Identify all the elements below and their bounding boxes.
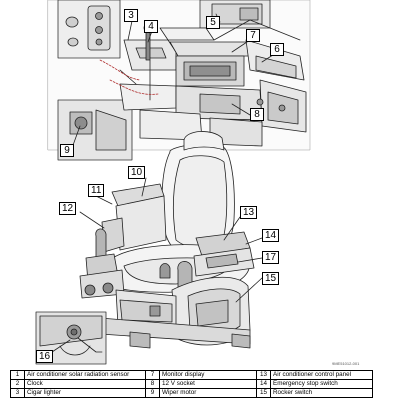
legend-row: 1 Air conditioner solar radiation sensor… (10, 370, 373, 380)
legend-number: 9 (145, 388, 160, 398)
legend-label: Emergency stop switch (270, 379, 373, 389)
callout-9: 9 (60, 144, 74, 157)
legend-label: Wiper motor (159, 388, 257, 398)
legend-number: 14 (256, 379, 271, 389)
legend-number: 7 (145, 370, 160, 380)
callout-13: 13 (240, 206, 258, 219)
callout-12: 12 (59, 202, 77, 215)
figure-code: 9ME51012-001 (332, 361, 360, 366)
callout-16: 16 (36, 350, 54, 363)
legend-label: Air conditioner solar radiation sensor (24, 370, 146, 380)
legend-label: Rocker switch (270, 388, 373, 398)
callout-11: 11 (88, 184, 105, 197)
callout-10: 10 (128, 166, 146, 179)
legend-row: 3 Cigar lighter 9 Wiper motor 15 Rocker … (10, 388, 373, 398)
callout-6: 6 (270, 43, 284, 56)
legend-number: 2 (10, 379, 25, 389)
cab-console-illustration (47, 0, 311, 161)
callout-4: 4 (144, 20, 158, 33)
legend-number: 13 (256, 370, 271, 380)
callout-15: 15 (262, 272, 280, 285)
callout-3: 3 (124, 9, 138, 22)
legend-label: Clock (24, 379, 146, 389)
parts-legend-table: 1 Air conditioner solar radiation sensor… (10, 370, 373, 398)
legend-number: 8 (145, 379, 160, 389)
callout-17: 17 (262, 251, 280, 264)
callout-14: 14 (262, 229, 280, 242)
legend-number: 3 (10, 388, 25, 398)
callout-8: 8 (250, 108, 264, 121)
legend-label: Air conditioner control panel (270, 370, 373, 380)
callout-7: 7 (246, 29, 260, 42)
operator-seat-illustration (79, 131, 263, 349)
callout-5: 5 (206, 16, 220, 29)
legend-row: 2 Clock 8 12 V socket 14 Emergency stop … (10, 379, 373, 389)
legend-number: 15 (256, 388, 271, 398)
legend-label: Cigar lighter (24, 388, 146, 398)
legend-label: 12 V socket (159, 379, 257, 389)
legend-number: 1 (10, 370, 25, 380)
legend-label: Monitor display (159, 370, 257, 380)
